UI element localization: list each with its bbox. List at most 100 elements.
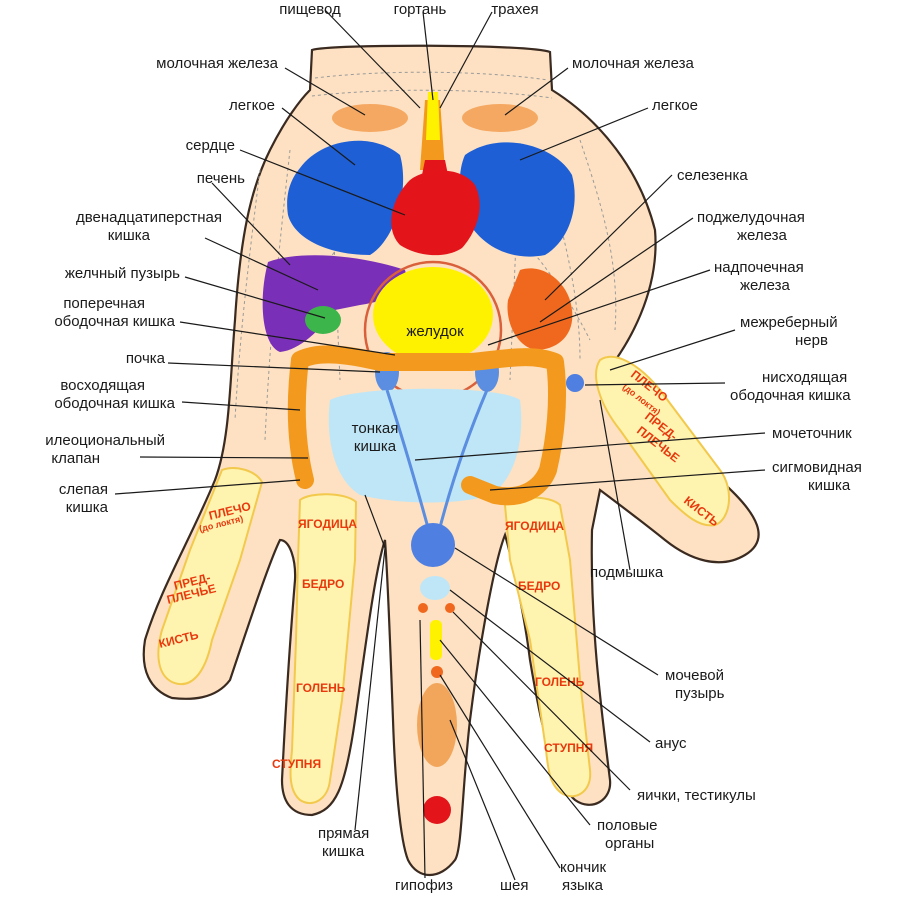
leader-tongue-tip: [439, 674, 561, 869]
label-genitals-1: половые: [597, 817, 658, 834]
zone-foot-right: СТУПНЯ: [544, 741, 593, 755]
label-descending-colon-2: ободочная кишка: [730, 387, 851, 404]
zone-shin-right: ГОЛЕНЬ: [535, 675, 585, 689]
mammary-gland-right: [462, 104, 538, 132]
label-armpit: подмышка: [590, 564, 664, 581]
small-intestine-label-2: кишка: [354, 438, 397, 455]
leader-lung-left: [281, 107, 356, 166]
large-intestine: [291, 345, 567, 506]
label-descending-colon-1: нисходящая: [762, 369, 847, 386]
anus-zone: [420, 576, 450, 600]
label-transverse-colon-1: поперечная: [63, 295, 145, 312]
index-bone-zone: [157, 467, 264, 685]
leader-larynx: [422, 11, 434, 101]
leader-testicles: [452, 611, 631, 791]
leader-pituitary: [419, 619, 426, 879]
label-esophagus: пищевод: [279, 1, 341, 18]
label-ileocecal-1: илеоциональный: [45, 432, 165, 449]
mammary-gland-left: [332, 104, 408, 132]
leader-rectum-2: [364, 494, 386, 549]
label-bladder-2: пузырь: [675, 685, 725, 702]
testicle-left: [418, 603, 428, 613]
leader-trachea: [439, 11, 493, 109]
label-duodenum-1: двенадцатиперстная: [76, 209, 222, 226]
label-lung-left: легкое: [229, 97, 275, 114]
middle-left-bone-zone: [289, 493, 358, 805]
label-ascending-colon-1: восходящая: [60, 377, 145, 394]
zone-shin-left: ГОЛЕНЬ: [296, 681, 346, 695]
label-heart: сердце: [186, 137, 235, 154]
label-sigmoid-2: кишка: [808, 477, 851, 494]
label-adrenal-2: железа: [740, 277, 791, 294]
lung-left: [287, 140, 404, 255]
leader-spleen: [544, 174, 673, 301]
label-pancreas-1: поджелудочная: [697, 209, 805, 226]
pituitary: [423, 796, 451, 824]
leader-ascending-colon: [181, 401, 301, 411]
label-adrenal-1: надпочечная: [714, 259, 804, 276]
organs: [262, 92, 584, 824]
small-intestine: [328, 388, 522, 503]
intercostal-nerve-dot: [566, 374, 584, 392]
label-gallbladder: желчный пузырь: [65, 265, 180, 282]
leader-intercostal: [609, 329, 736, 371]
label-intercostal-1: межреберный: [740, 314, 838, 331]
leader-ileocecal: [139, 456, 309, 459]
external-labels: пищевод гортань трахея молочная железа л…: [45, 1, 862, 894]
leader-armpit: [599, 399, 631, 571]
label-genitals-2: органы: [605, 835, 654, 852]
label-kidney: почка: [126, 350, 166, 367]
leader-gallbladder: [184, 276, 326, 319]
ureter-left: [385, 389, 432, 536]
label-cecum-1: слепая: [59, 481, 108, 498]
leader-rectum: [354, 547, 386, 831]
label-ascending-colon-2: ободочная кишка: [54, 395, 175, 412]
label-bladder-1: мочевой: [665, 667, 724, 684]
leader-cecum: [114, 479, 301, 495]
testicle-right: [445, 603, 455, 613]
leader-duodenum: [204, 237, 319, 291]
label-sigmoid-1: сигмовидная: [772, 459, 862, 476]
leader-heart: [239, 149, 406, 216]
leader-neck: [449, 719, 516, 881]
leader-liver: [211, 182, 291, 266]
label-cecum-2: кишка: [66, 499, 109, 516]
label-anus: анус: [655, 735, 687, 752]
ascending-colon: [287, 351, 314, 489]
label-lung-right: легкое: [652, 97, 698, 114]
leader-kidney: [167, 362, 381, 373]
gallbladder: [305, 306, 341, 334]
leader-genitals: [439, 639, 591, 826]
leader-mammary-right: [504, 67, 569, 116]
stomach-label: желудок: [406, 323, 464, 340]
label-tongue-tip-1: кончик: [560, 859, 607, 876]
leader-adrenal: [487, 269, 711, 346]
small-intestine-label-1: тонкая: [352, 420, 399, 437]
leader-pancreas: [539, 217, 694, 323]
lung-right: [459, 142, 575, 257]
leader-sigmoid: [489, 469, 766, 491]
zone-buttock-left: ЯГОДИЦА: [298, 517, 357, 531]
leader-bladder: [454, 547, 659, 676]
label-rectum-1: прямая: [318, 825, 369, 842]
leader-anus: [449, 589, 651, 743]
label-mammary-left: молочная железа: [156, 55, 279, 72]
label-tongue-tip-2: языка: [562, 877, 604, 894]
leader-ureter: [414, 432, 766, 461]
wrist-crease-2: [311, 89, 553, 99]
label-pituitary: гипофиз: [395, 877, 453, 894]
bladder: [411, 523, 455, 567]
stomach: [373, 267, 493, 363]
leader-lines: [114, 9, 766, 881]
label-testicles: яички, тестикулы: [637, 787, 756, 804]
dash-5: [469, 189, 591, 341]
label-larynx: гортань: [394, 1, 447, 18]
label-ureter: мочеточник: [772, 425, 852, 442]
zone-thigh-left: БЕДРО: [302, 577, 344, 591]
label-intercostal-2: нерв: [795, 332, 828, 349]
label-duodenum-2: кишка: [108, 227, 151, 244]
leader-esophagus: [324, 9, 421, 109]
label-neck: шея: [500, 877, 529, 894]
